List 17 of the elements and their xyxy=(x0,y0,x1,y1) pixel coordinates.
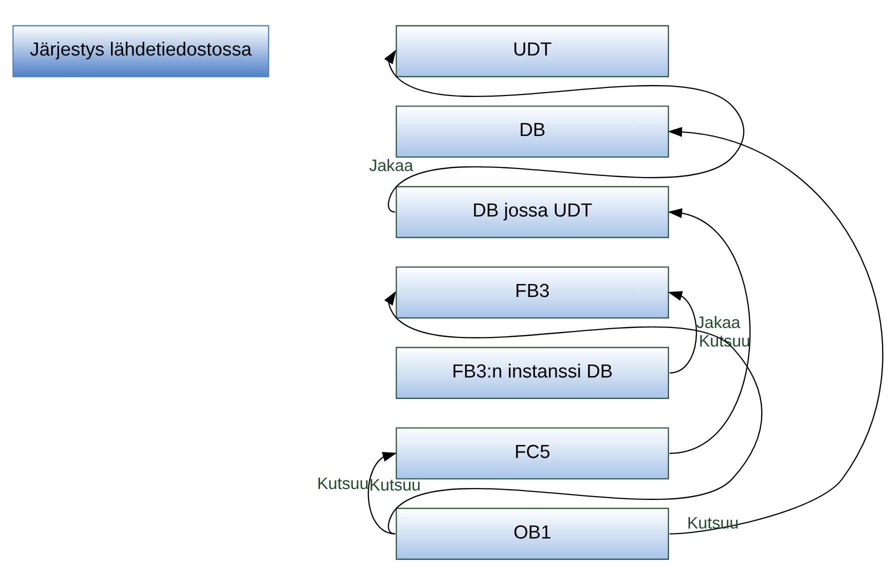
edge-label: Kutsuu xyxy=(317,474,369,493)
arrow xyxy=(368,452,397,534)
node-box: UDT xyxy=(396,25,670,78)
node-box: FB3 xyxy=(396,266,670,319)
node-box: DB xyxy=(396,106,670,158)
node-box: DB jossa UDT xyxy=(396,186,670,238)
node-box: Järjestys lähdetiedostossa xyxy=(12,25,270,78)
node-box: FB3:n instanssi DB xyxy=(396,346,670,399)
edge-label: Jakaa xyxy=(696,313,740,332)
edge-label: Jakaa xyxy=(369,156,414,176)
arrow xyxy=(668,291,697,374)
arrow xyxy=(384,290,762,534)
node-box: FC5 xyxy=(396,427,670,480)
arrow xyxy=(668,126,883,534)
arrow xyxy=(668,208,750,454)
node-box: OB1 xyxy=(396,508,670,560)
edge-label: Kutsuu xyxy=(687,513,739,532)
